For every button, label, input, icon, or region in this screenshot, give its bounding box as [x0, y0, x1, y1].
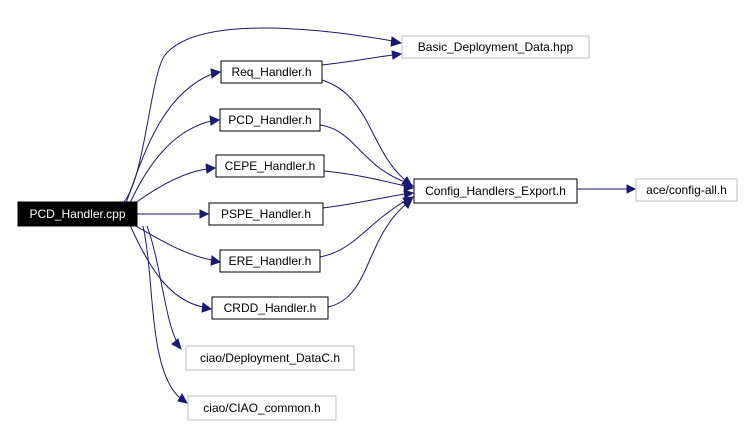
- node-label: Req_Handler.h: [231, 65, 311, 79]
- node-req-handler-h[interactable]: Req_Handler.h: [220, 60, 323, 84]
- edge-crdd-handler-to-config-export: [327, 204, 406, 308]
- node-label: CRDD_Handler.h: [224, 301, 317, 315]
- edge-cepe-handler-to-config-export: [323, 170, 406, 187]
- node-ciao-ciao-common-h: ciao/CIAO_common.h: [187, 395, 337, 421]
- arrowhead-icon: [209, 115, 221, 126]
- edge-pcd-cpp-to-ere-handler: [133, 224, 213, 261]
- edge-pspe-handler-to-config-export: [322, 193, 406, 209]
- node-basic-deployment-data-hpp: Basic_Deployment_Data.hpp: [401, 35, 590, 59]
- edge-pcd-cpp-to-basic-deployment-data: [122, 27, 394, 204]
- node-label: PCD_Handler.cpp: [29, 207, 125, 221]
- node-label: Basic_Deployment_Data.hpp: [418, 40, 574, 54]
- edge-pcd-cpp-to-req-handler: [125, 73, 213, 204]
- node-label: ERE_Handler.h: [229, 254, 312, 268]
- edge-req-handler-to-config-export: [321, 79, 406, 181]
- node-label: PCD_Handler.h: [228, 113, 311, 127]
- arrowhead-icon: [199, 209, 210, 219]
- node-pcd-handler-cpp: PCD_Handler.cpp: [17, 201, 138, 227]
- arrowhead-icon: [626, 184, 637, 194]
- edge-pcd-cpp-to-crdd-handler: [129, 224, 204, 308]
- arrowhead-icon: [210, 255, 222, 266]
- arrowhead-icon: [390, 36, 403, 47]
- edge-req-handler-to-basic-deployment-data: [321, 54, 394, 66]
- node-cepe-handler-h[interactable]: CEPE_Handler.h: [215, 154, 325, 178]
- node-ere-handler-h[interactable]: ERE_Handler.h: [219, 249, 321, 273]
- edge-pcd-cpp-to-deployment-datac: [146, 225, 178, 343]
- arrowhead-icon: [177, 392, 188, 404]
- node-pcd-handler-h[interactable]: PCD_Handler.h: [219, 108, 321, 132]
- node-crdd-handler-h[interactable]: CRDD_Handler.h: [211, 296, 329, 320]
- arrowhead-icon: [201, 302, 213, 313]
- node-label: PSPE_Handler.h: [221, 207, 311, 221]
- node-label: ciao/Deployment_DataC.h: [200, 351, 340, 365]
- arrowhead-icon: [391, 50, 403, 60]
- edges: [122, 27, 637, 404]
- node-label: ace/config-all.h: [646, 183, 727, 197]
- edge-pcd-cpp-to-pcd-handler-h: [129, 120, 212, 204]
- arrowhead-icon: [402, 198, 413, 209]
- arrowhead-icon: [403, 182, 415, 192]
- node-ace-config-all-h: ace/config-all.h: [635, 178, 738, 202]
- edge-pcd-handler-h-to-config-export: [319, 124, 406, 183]
- node-label: Config_Handlers_Export.h: [425, 184, 566, 198]
- arrowhead-icon: [171, 338, 182, 351]
- arrowhead-icon: [210, 68, 222, 79]
- arrowhead-icon: [403, 189, 415, 199]
- node-ciao-deployment-datac-h: ciao/Deployment_DataC.h: [185, 345, 355, 371]
- edge-ere-handler-to-config-export: [319, 200, 406, 258]
- edge-pcd-cpp-to-ciao-common: [142, 225, 181, 399]
- node-label: CEPE_Handler.h: [225, 159, 316, 173]
- arrowhead-icon: [205, 163, 217, 174]
- node-pspe-handler-h[interactable]: PSPE_Handler.h: [208, 202, 324, 226]
- node-label: ciao/CIAO_common.h: [203, 401, 320, 415]
- node-config-handlers-export-h[interactable]: Config_Handlers_Export.h: [413, 178, 578, 204]
- edge-pcd-cpp-to-cepe-handler: [133, 168, 208, 205]
